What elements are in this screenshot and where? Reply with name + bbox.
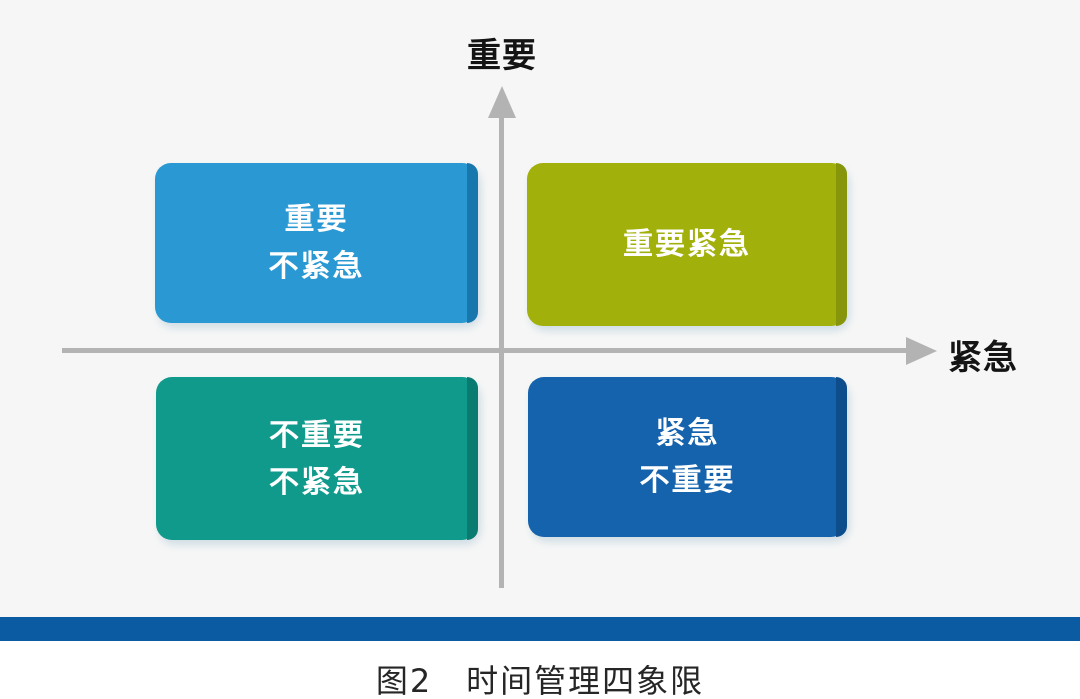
quadrant-label: 不重要 不紧急 [156,377,478,540]
quadrant-label-line: 不紧急 [269,464,365,500]
quadrant-3d-edge [836,377,847,537]
quadrant-label-line: 紧急 [655,416,720,451]
quadrant-important-not-urgent: 重要 不紧急 [155,163,478,323]
quadrant-label-line: 重要紧急 [623,227,751,262]
figure-caption: 图2 时间管理四象限 [375,662,705,699]
quadrant-label: 重要 不紧急 [155,163,478,323]
up-arrow-icon [488,86,516,118]
quadrant-label: 重要紧急 [527,163,847,326]
quadrant-label-line: 不重要 [639,463,736,498]
bottom-divider-bar [0,617,1080,641]
x-axis-label-urgent: 紧急 [948,338,1018,378]
y-axis-label-important: 重要 [467,36,537,76]
right-arrow-icon [906,337,937,365]
quadrant-3d-edge [836,163,847,326]
quadrant-3d-edge [467,163,478,323]
quadrant-urgent-not-important: 紧急 不重要 [528,377,847,537]
quadrant-3d-edge [467,377,478,540]
quadrant-not-important-not-urgent: 不重要 不紧急 [156,377,478,540]
horizontal-axis-line [62,348,908,353]
quadrant-label-line: 不紧急 [268,249,365,284]
quadrant-label-line: 不重要 [269,417,365,453]
quadrant-label: 紧急 不重要 [528,377,847,537]
quadrant-important-urgent: 重要紧急 [527,163,847,326]
quadrant-chart-area: 重要 紧急 重要 不紧急 重要紧急 不重要 不紧急 [62,36,1018,588]
quadrant-label-line: 重要 [284,202,349,237]
